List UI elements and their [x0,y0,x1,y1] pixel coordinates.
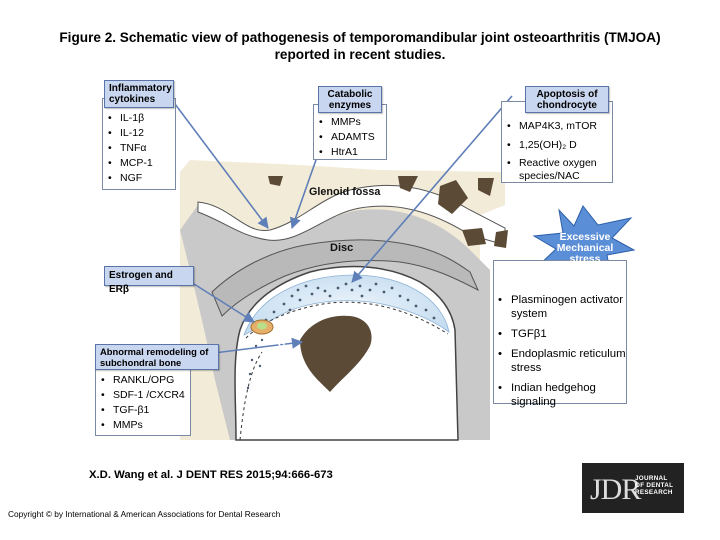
cartilage-layer [243,274,450,336]
copyright: Copyright © by International & American … [8,509,281,519]
list-item: RANKL/OPG [96,373,190,388]
disc-label: Disc [330,242,354,254]
list-item: ADAMTS [314,130,386,145]
arrow-estrogen [193,283,255,323]
glenoid-fossa-label: Glenoid fossa [309,186,381,198]
list-item: MCP-1 [103,156,175,171]
list-item: IL-12 [103,126,175,141]
list-item: MMPs [96,418,190,433]
catabolic-enzymes-box: MMPs ADAMTS HtrA1 [313,104,387,160]
list-item: TGFβ1 [494,327,626,341]
remodeling-header: Abnormal remodeling of subchondral bone [95,344,219,370]
list-item: Plasminogen activator system [494,293,626,321]
list-item: TNFα [103,141,175,156]
list-item: MAP4K3, mTOR [502,119,612,134]
list-item: HtrA1 [314,145,386,160]
list-item: 1,25(OH)₂ D [502,138,612,153]
title-line-1: Figure 2. Schematic view of pathogenesis… [59,30,661,45]
list-item: SDF-1 /CXCR4 [96,388,190,403]
logo-line-3: RESEARCH [635,489,673,497]
list-item: MMPs [314,115,386,130]
articular-disc [211,239,480,317]
subchondral-line [239,351,263,441]
list-item: Reactive oxygen species/NAC [502,157,612,183]
arrow-apoptosis [351,95,513,283]
list-item: IL-1β [103,111,175,126]
logo-line-1: JOURNAL [635,475,668,482]
title-line-2: reported in recent studies. [274,47,446,62]
chondrocytes [246,282,436,390]
list-item: Indian hedgehog signaling [494,381,626,409]
estrogen-header: Estrogen and ERβ [104,266,194,295]
list-item: NGF [103,171,175,186]
jdr-logo: JDR JOURNAL OF DENTAL RESEARCH [582,463,684,513]
inflammatory-cytokines-box: IL-1β IL-12 TNFα MCP-1 NGF [102,98,176,190]
arrow-inflammatory [171,99,269,229]
mechanical-stress-header: Excessive Mechanical stress [556,231,614,265]
apoptosis-header: Apoptosis of chondrocyte [525,86,609,113]
bone-islands [268,176,508,248]
list-item: TGF-β1 [96,403,190,418]
apoptosis-box: MAP4K3, mTOR 1,25(OH)₂ D Reactive oxygen… [501,101,613,183]
subchondral-lesion [300,315,372,392]
figure-title: Figure 2. Schematic view of pathogenesis… [30,29,690,63]
inflammatory-cytokines-header: Inflammatory cytokines [104,80,174,108]
mechanical-stress-box: Plasminogen activator system TGFβ1 Endop… [493,260,627,408]
list-item: Endoplasmic reticulum stress [494,347,626,375]
jdr-logo-text: JOURNAL OF DENTAL RESEARCH [635,475,673,497]
jdr-logo-mark: JDR [590,473,641,506]
logo-line-2: OF DENTAL [635,482,674,490]
catabolic-enzymes-header: Catabolic enzymes [318,86,382,113]
citation: X.D. Wang et al. J DENT RES 2015;94:666-… [89,469,333,481]
